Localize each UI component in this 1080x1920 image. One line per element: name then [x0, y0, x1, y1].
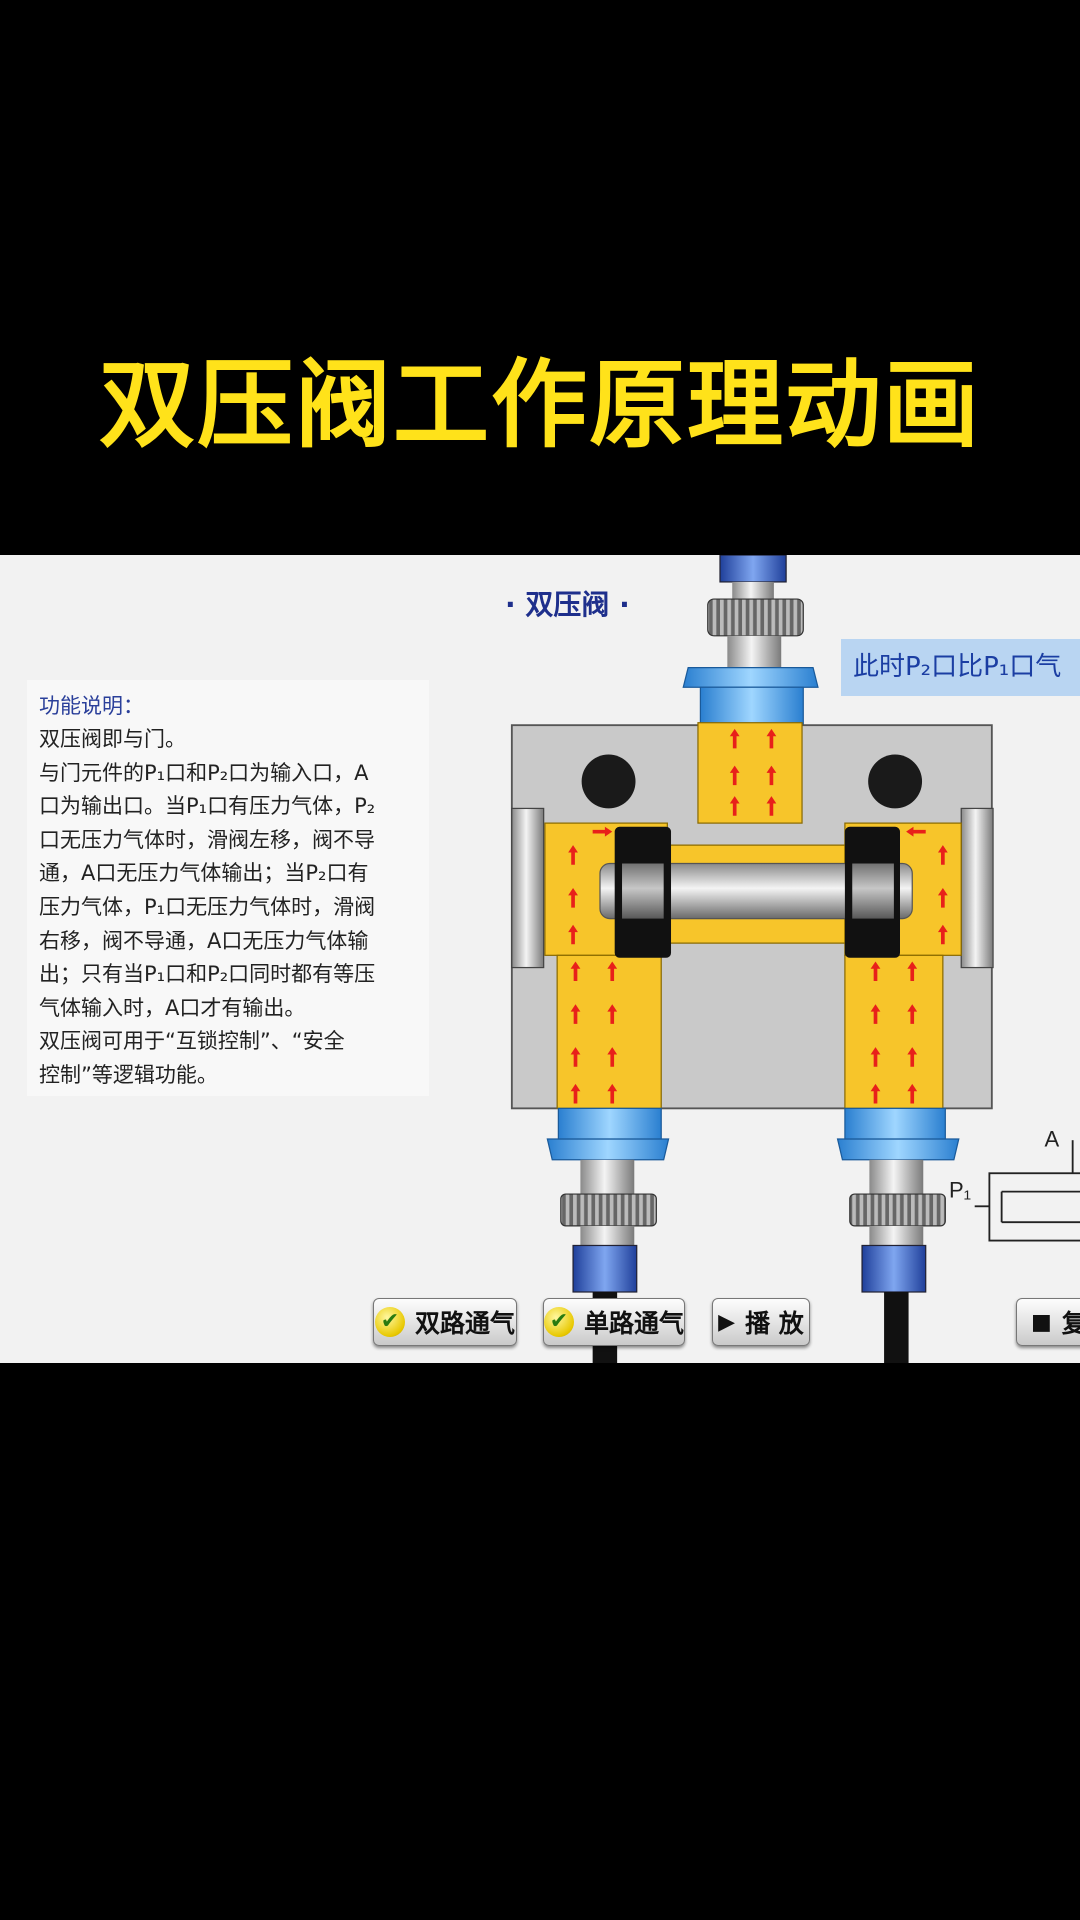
flow-arrow	[937, 924, 948, 945]
flow-arrow	[568, 887, 578, 908]
info-line: 口为输出口。当P₁口有压力气体，P₂	[39, 794, 376, 819]
info-line: 通，A口无压力气体输出；当P₂口有	[39, 861, 369, 886]
flow-arrow	[766, 728, 777, 749]
flow-arrow	[766, 765, 777, 786]
info-panel: 功能说明： 双压阀即与门。与门元件的P₁口和P₂口为输入口，A 口为输出口。当P₁…	[27, 680, 429, 1096]
flow-arrow	[870, 1047, 881, 1067]
check-icon: ✔	[544, 1307, 574, 1337]
play-icon: ▶	[718, 1309, 736, 1335]
flow-arrow	[937, 887, 948, 908]
info-line: 双压阀可用于“互锁控制”、“安全	[39, 1029, 345, 1054]
video-title: 双压阀工作原理动画	[99, 349, 981, 461]
flow-arrow	[607, 1004, 618, 1024]
flow-arrow	[870, 1004, 881, 1024]
flow-arrow	[570, 1004, 581, 1024]
valve-title: · 双压阀 ·	[505, 588, 630, 621]
info-line: 双压阀即与门。	[39, 727, 186, 751]
flow-arrow	[907, 1004, 918, 1024]
button-label: 复	[1061, 1309, 1080, 1338]
flow-arrow	[570, 1083, 581, 1104]
port-a-label: A	[1044, 1126, 1059, 1151]
info-line: 与门元件的P₁口和P₂口为输入口，A	[39, 760, 369, 785]
single-air-button[interactable]: ✔ 单路通气	[543, 1298, 685, 1346]
flow-arrow	[568, 924, 578, 945]
flow-arrow	[570, 961, 581, 982]
flow-arrow	[870, 961, 881, 982]
button-label: 播 放	[745, 1309, 804, 1338]
flow-arrow	[907, 961, 918, 982]
top-fitting	[682, 555, 819, 725]
info-line: 控制”等逻辑功能。	[39, 1062, 218, 1087]
flow-arrow	[906, 826, 926, 837]
button-label: 单路通气	[583, 1309, 684, 1338]
side-port-left	[511, 807, 545, 969]
flow-arrow	[729, 728, 740, 749]
flow-arrow	[907, 1047, 918, 1067]
reset-button[interactable]: ■复	[1016, 1298, 1080, 1346]
flow-arrow	[607, 1047, 618, 1067]
mounting-hole-left	[581, 754, 636, 809]
flow-arrow	[729, 796, 740, 816]
info-heading: 功能说明：	[39, 694, 144, 718]
port-p1-label: P₁	[949, 1178, 971, 1203]
info-line: 口无压力气体时，滑阀左移，阀不导	[39, 827, 375, 852]
flow-arrow	[607, 961, 618, 982]
animation-panel: A P₁ · 双压阀 · 此时P₂口比P₁口气 功能说明： 双压阀即与门。与门元…	[0, 555, 1080, 1363]
info-line: 出；只有当P₁口和P₂口同时都有等压	[39, 962, 376, 987]
flow-arrows	[568, 728, 948, 1104]
flow-arrow	[907, 1083, 918, 1104]
flow-arrow	[607, 1083, 618, 1104]
bottom-fitting-right	[836, 1107, 960, 1363]
check-icon: ✔	[374, 1307, 405, 1337]
info-line: 右移，阀不导通，A口无压力气体输	[39, 928, 369, 953]
status-note: 此时P₂口比P₁口气	[841, 639, 1080, 696]
play-button[interactable]: ▶ 播 放	[712, 1298, 810, 1346]
flow-arrow	[568, 845, 578, 865]
flow-arrow	[937, 845, 948, 865]
side-port-right	[960, 807, 994, 969]
info-line: 压力气体，P₁口无压力气体时，滑阀	[39, 894, 376, 919]
flow-arrow	[870, 1083, 881, 1104]
flow-arrow	[592, 826, 613, 837]
flow-arrow	[729, 765, 740, 786]
spool	[599, 826, 913, 958]
stop-icon: ■	[1031, 1309, 1052, 1335]
dual-air-button[interactable]: ✔ 双路通气	[373, 1298, 517, 1346]
flow-arrow	[570, 1047, 581, 1067]
mounting-hole-right	[868, 754, 923, 809]
schematic-symbol	[974, 1140, 1080, 1242]
button-label: 双路通气	[414, 1309, 515, 1338]
flow-arrow	[766, 796, 777, 816]
info-line: 气体输入时，A口才有输出。	[39, 995, 306, 1020]
